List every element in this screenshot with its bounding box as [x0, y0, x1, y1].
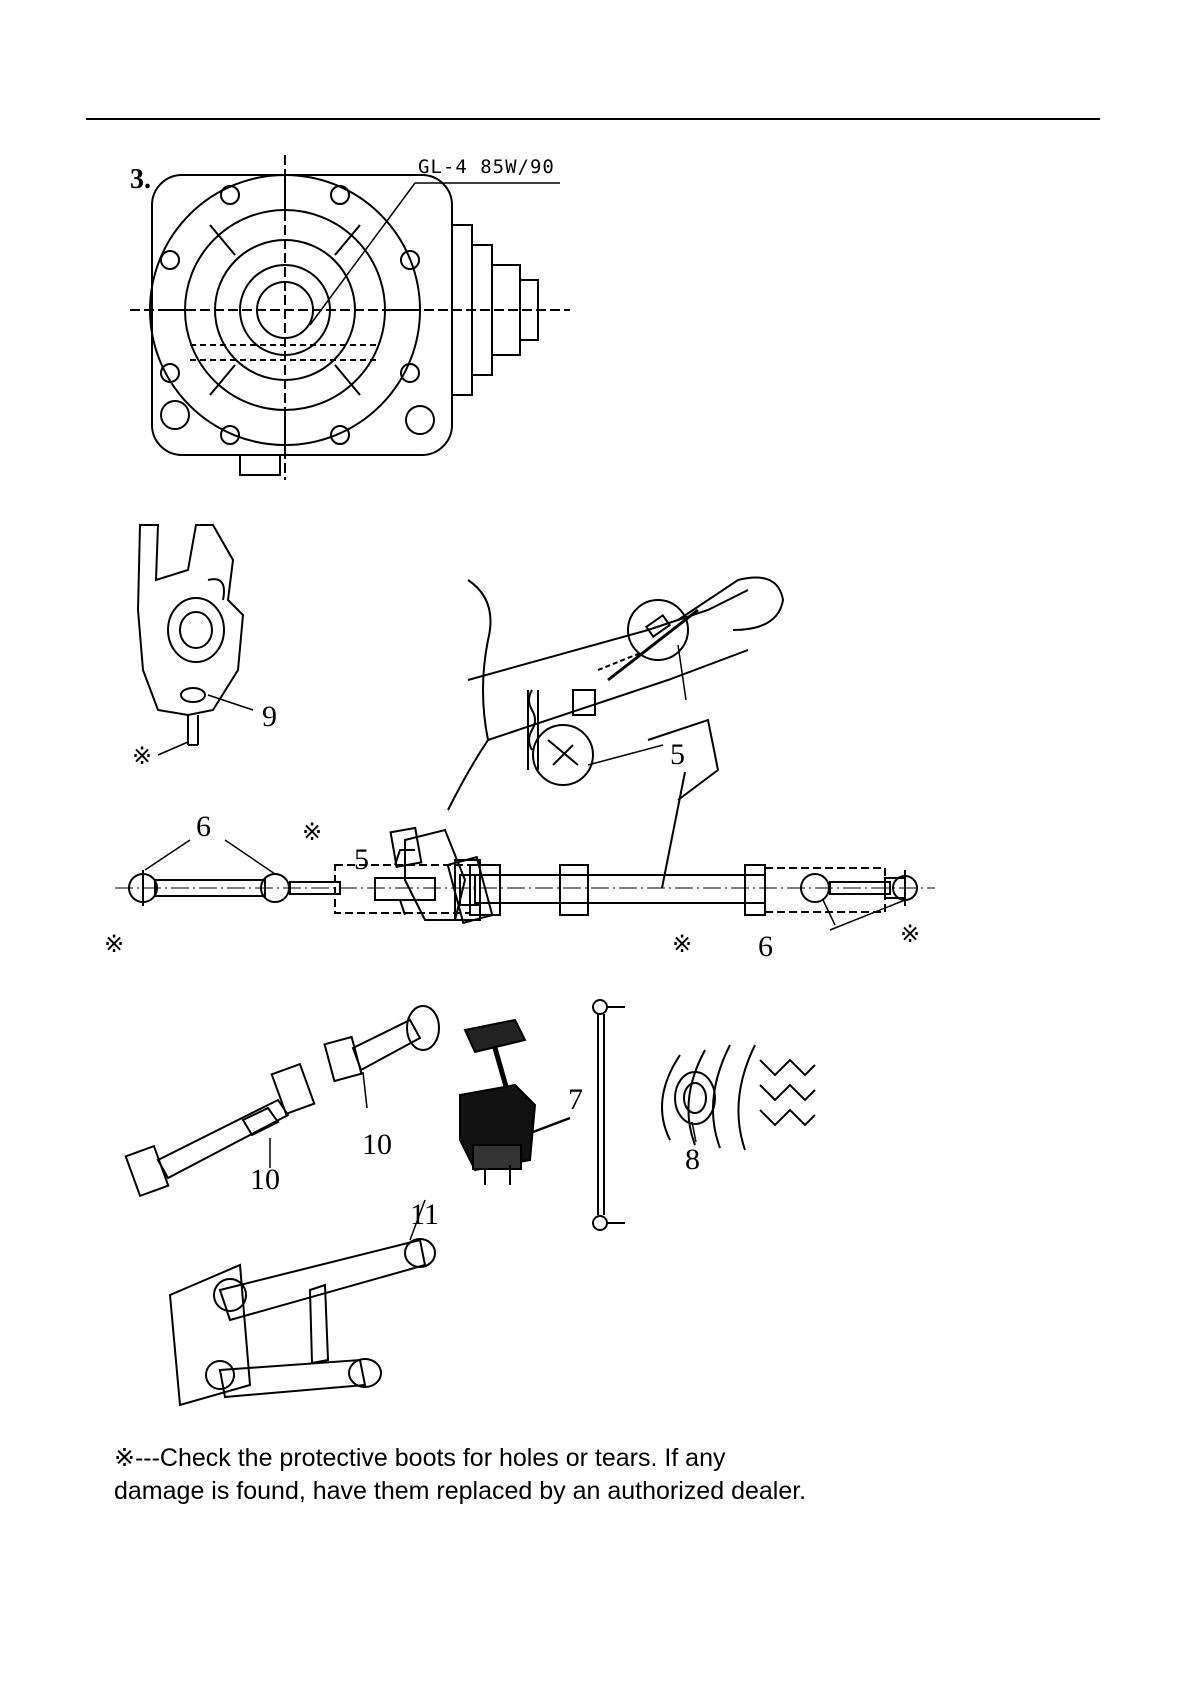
callout-6-right: 6 — [758, 932, 773, 962]
callout-5-top: 5 — [670, 740, 685, 770]
boot-mark-tie-right: ※ — [900, 922, 920, 946]
oil-spec-label: GL-4 85W/90 — [418, 158, 555, 177]
steering-rack-drawing — [115, 820, 935, 940]
callout-9: 9 — [262, 702, 277, 732]
note-line-1: ※---Check the protective boots for holes… — [114, 1442, 1094, 1475]
differential-drawing — [130, 155, 570, 480]
steering-knuckle-drawing — [118, 520, 268, 765]
callout-7: 7 — [568, 1085, 583, 1115]
callout-8: 8 — [685, 1145, 700, 1175]
header-rule — [86, 118, 1100, 120]
tie-rod-drawing — [590, 995, 630, 1235]
drive-shaft-short-drawing — [325, 1000, 445, 1130]
drive-shaft-long-drawing — [128, 1060, 328, 1200]
boot-inspection-note: ※---Check the protective boots for holes… — [114, 1442, 1094, 1508]
brake-disc-drawing — [650, 1040, 820, 1160]
callout-11: 11 — [410, 1200, 439, 1230]
boot-mark-left-top: ※ — [302, 820, 322, 844]
boot-mark-tie-left: ※ — [104, 932, 124, 956]
boot-mark-knuckle: ※ — [132, 744, 152, 768]
steering-column-drawing — [448, 570, 798, 810]
a-arm-drawing — [170, 1235, 450, 1420]
callout-6-left: 6 — [196, 812, 211, 842]
callout-10-right: 10 — [362, 1130, 392, 1160]
callout-10-left: 10 — [250, 1165, 280, 1195]
note-line-2: damage is found, have them replaced by a… — [114, 1475, 1094, 1508]
callout-5-mid: 5 — [354, 845, 369, 875]
boot-mark-right: ※ — [672, 932, 692, 956]
